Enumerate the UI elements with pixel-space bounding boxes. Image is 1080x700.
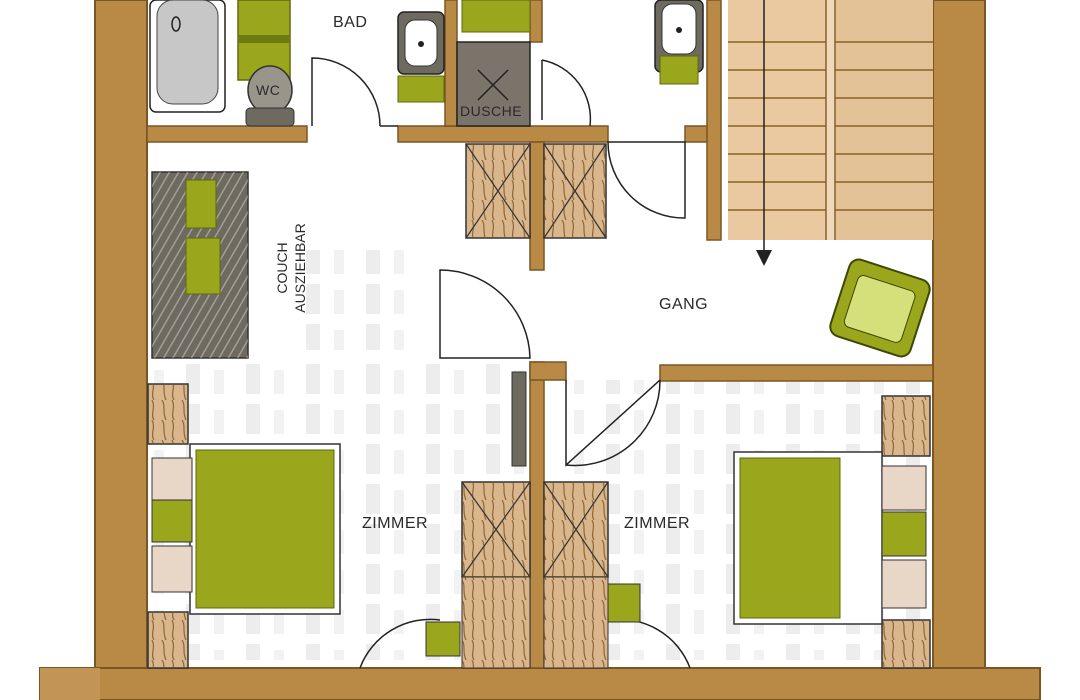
room-label-zimmer-right: ZIMMER xyxy=(624,515,691,532)
sink-upper xyxy=(654,0,704,85)
wall-shelf xyxy=(511,371,527,467)
bed-left xyxy=(147,383,341,669)
outer-walls xyxy=(39,0,1041,700)
staircase xyxy=(728,0,933,266)
shower xyxy=(456,0,531,127)
sink-bad xyxy=(397,11,445,103)
chair-left xyxy=(425,621,461,657)
wardrobe-lower-right xyxy=(543,481,609,669)
chair-right xyxy=(607,583,641,623)
room-label-dusche: DUSCHE xyxy=(460,103,523,119)
room-label-wc: WC xyxy=(256,82,281,98)
wardrobes xyxy=(461,143,609,669)
interior-walls xyxy=(146,0,934,669)
armchair xyxy=(829,258,931,358)
couch-label: COUCH AUSZIEHBAR xyxy=(273,213,309,323)
wardrobe-upper-right xyxy=(543,143,607,239)
room-label-zimmer-left: ZIMMER xyxy=(362,515,429,532)
floor-texture-middle xyxy=(300,250,420,350)
couch-label-line2: AUSZIEHBAR xyxy=(292,223,308,313)
toilet xyxy=(237,0,295,127)
room-label-gang: GANG xyxy=(659,296,709,313)
couch xyxy=(151,171,249,359)
wardrobe-upper-left xyxy=(465,143,531,239)
doors xyxy=(311,57,691,669)
bathtub xyxy=(149,0,226,113)
stair-arrow-icon xyxy=(756,250,772,266)
wardrobe-lower-left xyxy=(461,481,531,669)
couch-label-line1: COUCH xyxy=(274,242,290,294)
bed-right xyxy=(733,395,931,669)
room-label-bad: BAD xyxy=(333,14,368,31)
drain-icon xyxy=(171,16,181,32)
